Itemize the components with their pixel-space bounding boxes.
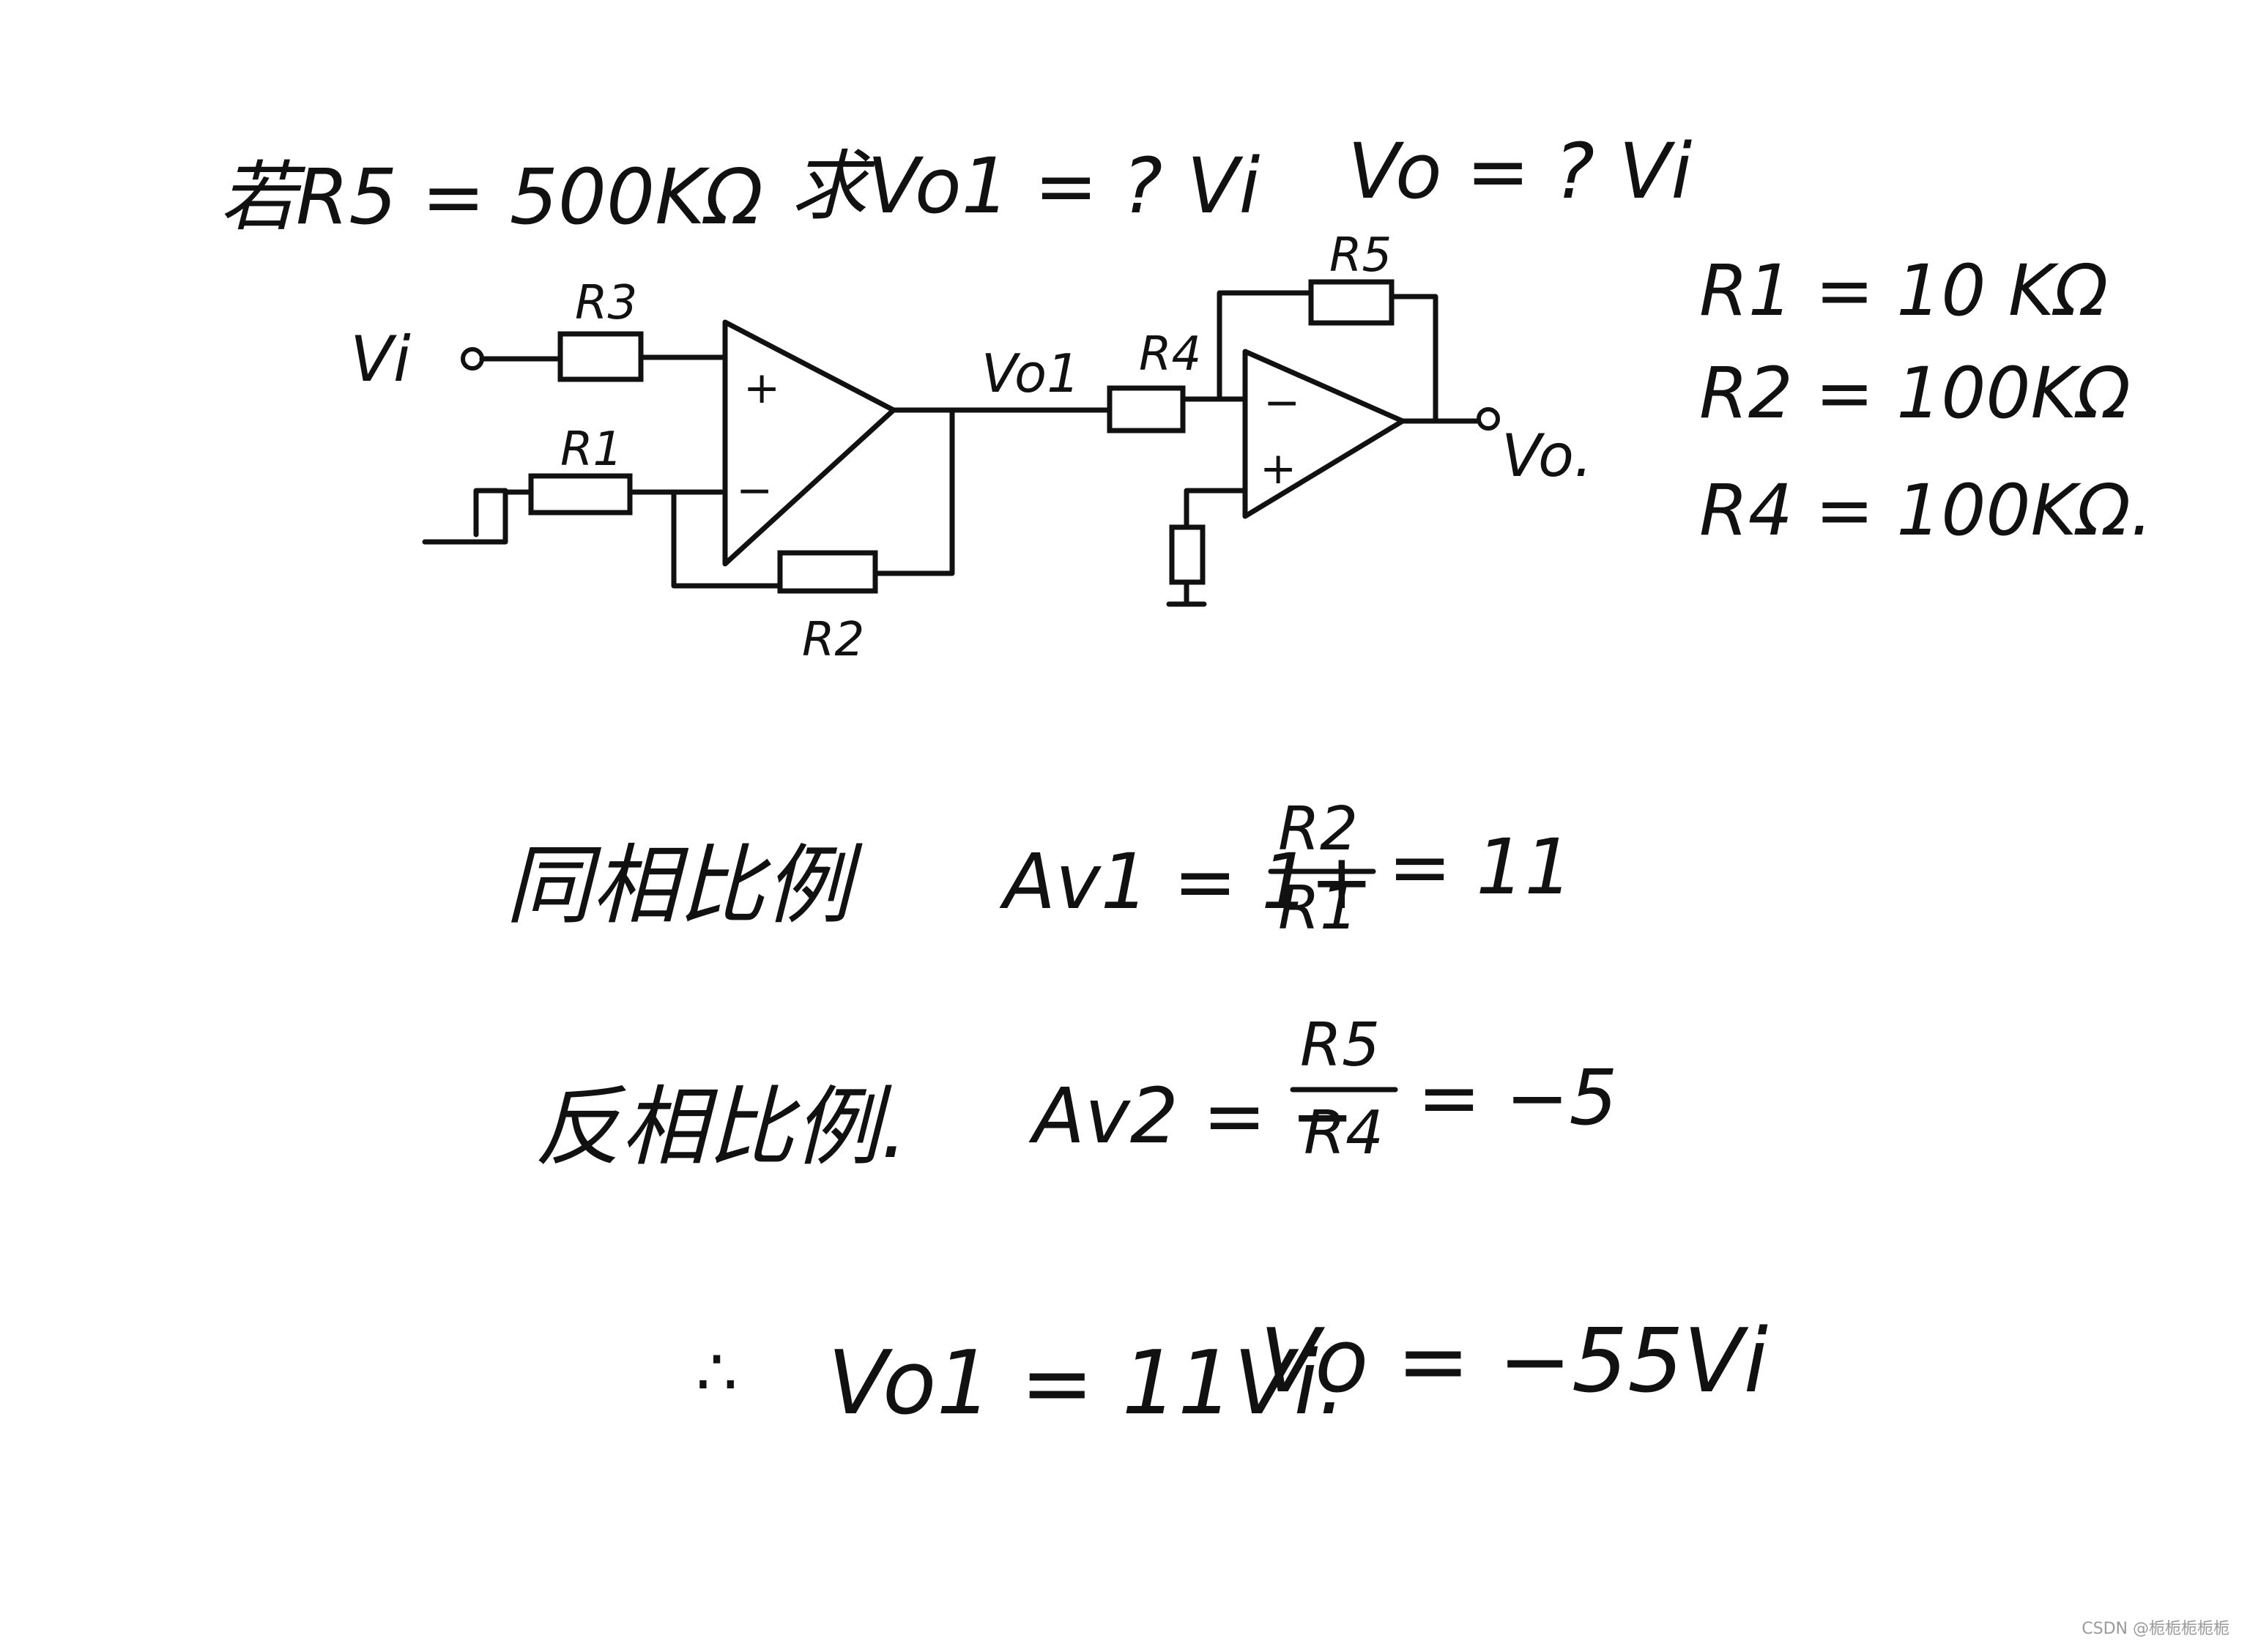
node-vo1-label: Vo1 (981, 343, 1080, 404)
solution-line1-label: 同相比例 (505, 835, 863, 936)
value-r2: R2 = 100KΩ (1699, 352, 2131, 434)
label-r1: R1 (560, 423, 623, 477)
resistor-r2 (777, 550, 878, 594)
solution-line2-label: 反相比例. (535, 1076, 908, 1177)
label-r2: R2 (802, 613, 864, 667)
op-amp-1-minus: − (736, 465, 773, 516)
op-amp-2-plus: + (1260, 443, 1296, 494)
resistor-ground (1169, 524, 1206, 585)
solution-therefore: ∴ (696, 1334, 738, 1411)
solution-block: 同相比例 Av1 = 1+ R2 R1 = 11 反相比例. Av2 = − R… (505, 795, 1768, 1435)
solution-line2-lhs: Av2 = − (1028, 1071, 1354, 1161)
solution-line1-numerator: R2 (1278, 795, 1358, 864)
op-amp-1-plus: + (743, 362, 780, 414)
value-r1: R1 = 10 KΩ (1699, 250, 2108, 332)
input-terminal (461, 347, 484, 371)
ground-right (1166, 579, 1207, 607)
op-amp-2-minus: − (1263, 377, 1300, 428)
solution-line2-numerator: R5 (1300, 1011, 1380, 1080)
circuit-schematic: Vi R3 R1 + − R2 Vo1 R4 R5 (350, 228, 1592, 667)
solution-result-vo: Vo = −55Vi (1260, 1311, 1768, 1413)
label-r4: R4 (1139, 327, 1201, 382)
problem-ask-vo: Vo = ? Vi (1348, 127, 1692, 216)
solution-line1-rhs: = 11 (1388, 822, 1573, 912)
ground-left (422, 488, 508, 545)
wire-plus-ground (1184, 488, 1248, 530)
op-amp-2 (1242, 349, 1406, 519)
resistor-r3 (557, 331, 644, 382)
problem-ask-vo1: 求Vo1 = ? Vi (791, 141, 1260, 231)
solution-line2-denominator: R4 (1304, 1098, 1384, 1168)
wire-r2-feedback-left (671, 489, 783, 589)
resistor-r5 (1308, 279, 1395, 326)
resistor-r4 (1107, 385, 1186, 434)
wire-r5-feedback-left (1217, 290, 1314, 402)
label-r3: R3 (575, 276, 637, 330)
resistor-r1 (528, 473, 633, 516)
solution-line1-denominator: R1 (1278, 874, 1358, 943)
watermark: CSDN @栀栀栀栀栀 (2082, 1620, 2229, 1638)
solution-result-vo1: Vo1 = 11Vi. (828, 1333, 1346, 1435)
value-r4: R4 = 100KΩ. (1699, 469, 2153, 551)
wire-r2-feedback-right (872, 409, 955, 576)
solution-line1-lhs: Av1 = 1+ (999, 837, 1373, 926)
output-label: Vo. (1501, 422, 1592, 490)
op-amp-1 (722, 319, 896, 567)
input-label: Vi (350, 323, 411, 396)
solution-line2-rhs: = −5 (1417, 1053, 1618, 1142)
output-terminal (1477, 407, 1500, 431)
wire-r5-feedback-right (1389, 294, 1438, 424)
label-r5: R5 (1329, 228, 1392, 283)
problem-given: 若R5 = 500KΩ (220, 152, 763, 242)
